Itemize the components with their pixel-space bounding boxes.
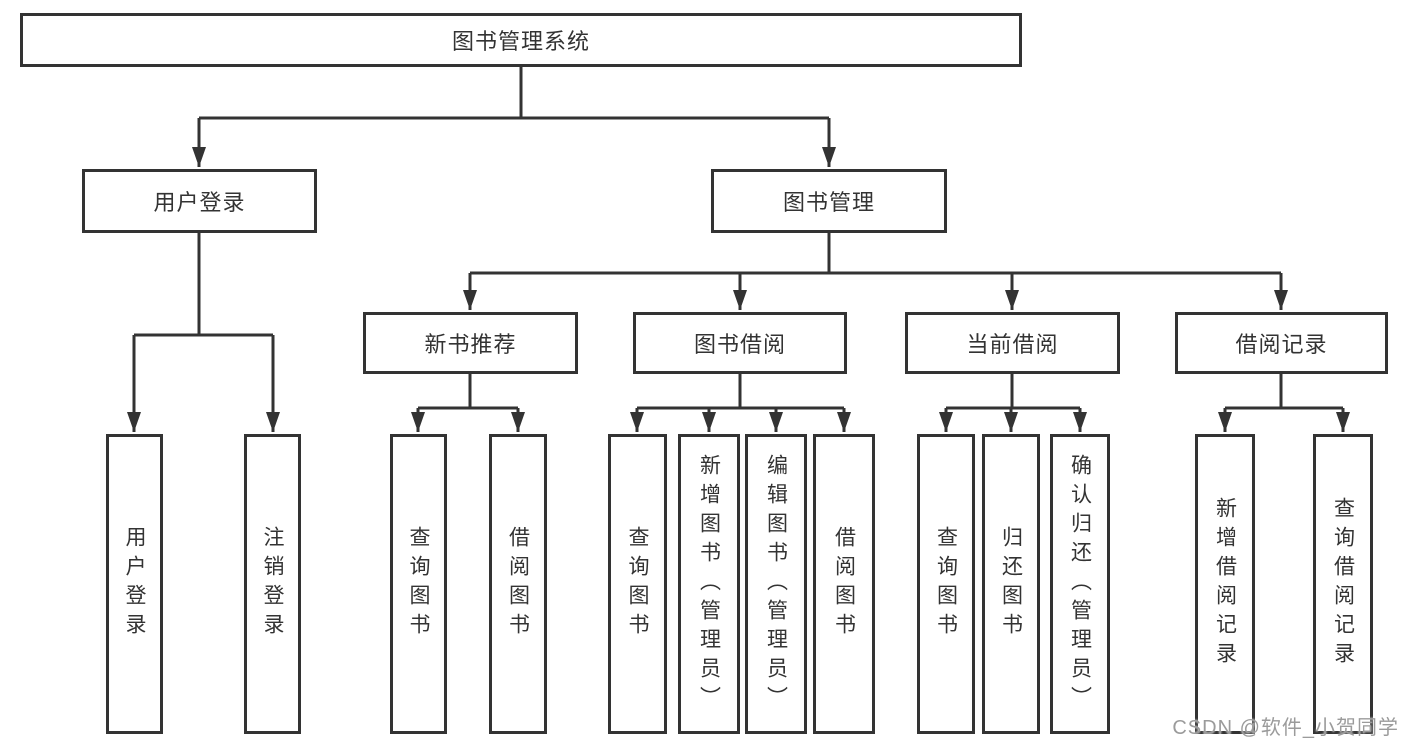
leaf-edit-books-admin: 编辑图书（管理员）: [745, 434, 807, 734]
leaf-query-borrow-record: 查询借阅记录: [1313, 434, 1373, 734]
node-root: 图书管理系统: [20, 13, 1022, 67]
leaf-add-books-admin: 新增图书（管理员）: [678, 434, 740, 734]
node-book-management: 图书管理: [711, 169, 947, 233]
leaf-recommend-query-books: 查询图书: [390, 434, 447, 734]
leaf-borrow-query-books: 查询图书: [608, 434, 667, 734]
node-borrow-records: 借阅记录: [1175, 312, 1388, 374]
leaf-logout: 注销登录: [244, 434, 301, 734]
node-user-login: 用户登录: [82, 169, 317, 233]
leaf-recommend-borrow-books: 借阅图书: [489, 434, 547, 734]
leaf-confirm-return-admin: 确认归还（管理员）: [1050, 434, 1110, 734]
node-book-borrow: 图书借阅: [633, 312, 847, 374]
leaf-user-login: 用户登录: [106, 434, 163, 734]
leaf-current-query-books: 查询图书: [917, 434, 975, 734]
node-new-book-recommend: 新书推荐: [363, 312, 578, 374]
node-current-borrow: 当前借阅: [905, 312, 1120, 374]
leaf-borrow-books: 借阅图书: [813, 434, 875, 734]
leaf-return-books: 归还图书: [982, 434, 1040, 734]
leaf-add-borrow-record: 新增借阅记录: [1195, 434, 1255, 734]
csdn-watermark: CSDN @软件_小贺同学: [1172, 717, 1399, 739]
